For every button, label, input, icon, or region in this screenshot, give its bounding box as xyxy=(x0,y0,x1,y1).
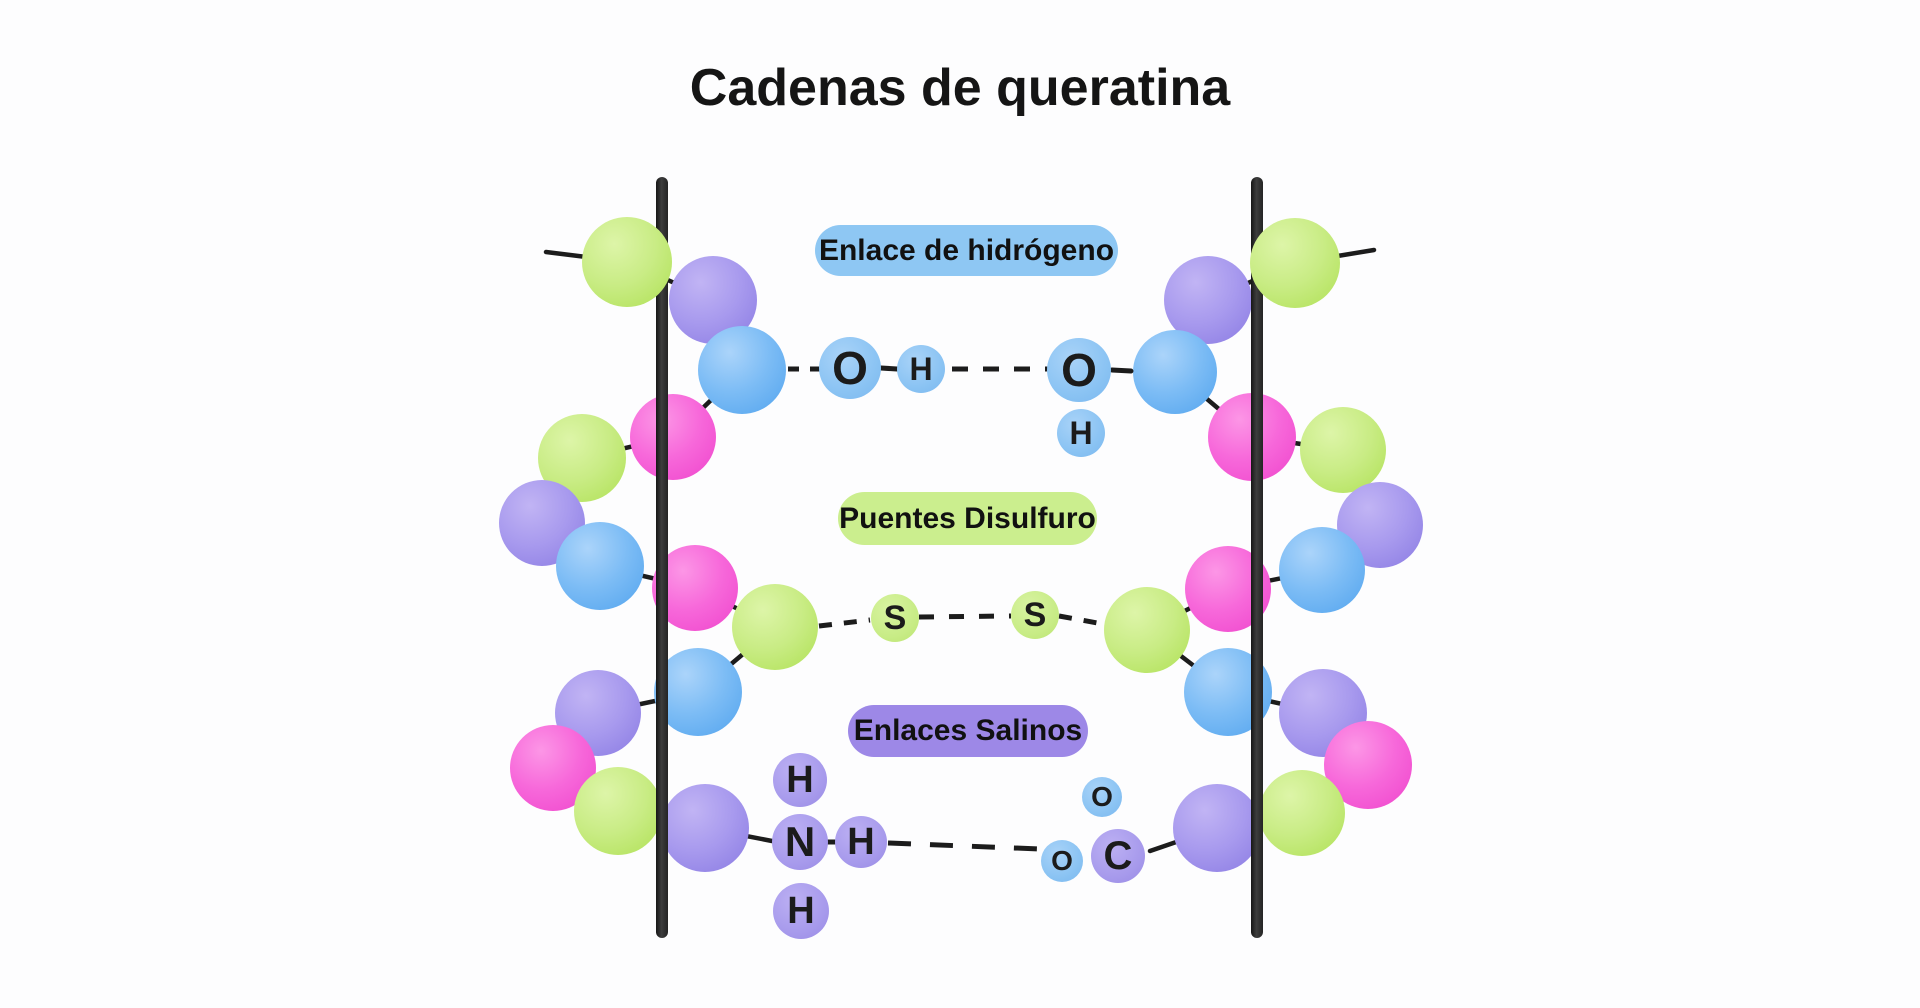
amino-acid-bead-green xyxy=(732,584,818,670)
atom-O-circle: O xyxy=(1047,338,1111,402)
atom-H-circle: H xyxy=(1057,409,1105,457)
amino-acid-bead-purple xyxy=(1164,256,1252,344)
amino-acid-bead-green xyxy=(582,217,672,307)
label-salt-bonds: Enlaces Salinos xyxy=(848,705,1088,757)
diagram-title: Cadenas de queratina xyxy=(689,59,1231,117)
label-hydrogen-bond-text: Enlace de hidrógeno xyxy=(818,233,1115,267)
atom-N-circle: N xyxy=(772,814,828,870)
keratin-strand-right xyxy=(1251,177,1263,938)
atom-O-circle: O xyxy=(1041,840,1083,882)
amino-acid-bead-purple xyxy=(661,784,749,872)
disulfide-bond-dashed-line xyxy=(1058,613,1104,627)
atom-O-circle: O xyxy=(819,337,881,399)
salt-bond-dashed-line xyxy=(887,840,1041,852)
amino-acid-bead-blue xyxy=(1133,330,1217,414)
amino-acid-bead-green xyxy=(1300,407,1386,493)
label-disulfide-bridges-text: Puentes Disulfuro xyxy=(839,501,1096,535)
atom-O-circle: O xyxy=(1082,777,1122,817)
atom-C-circle: C xyxy=(1091,829,1145,883)
amino-acid-bead-blue xyxy=(654,648,742,736)
atom-H-circle: H xyxy=(773,753,827,807)
hydrogen-bond-solid-line xyxy=(878,365,900,372)
amino-acid-bead-green xyxy=(1250,218,1340,308)
atom-S-circle: S xyxy=(1011,591,1059,639)
hydrogen-bond-solid-line xyxy=(1109,367,1134,374)
amino-acid-bead-green xyxy=(1104,587,1190,673)
amino-acid-bead-green xyxy=(1259,770,1345,856)
amino-acid-bead-green xyxy=(574,767,662,855)
amino-acid-bead-blue xyxy=(1279,527,1365,613)
amino-acid-bead-blue xyxy=(556,522,644,610)
atom-H-circle: H xyxy=(897,345,945,393)
keratin-strand-left xyxy=(656,177,668,938)
amino-acid-bead-blue xyxy=(698,326,786,414)
label-disulfide-bridges: Puentes Disulfuro xyxy=(838,492,1097,545)
amino-acid-bead-pink xyxy=(630,394,716,480)
label-salt-bonds-text: Enlaces Salinos xyxy=(853,714,1083,747)
atom-H-circle: H xyxy=(773,883,829,939)
atom-S-circle: S xyxy=(871,594,919,642)
amino-acid-bead-purple xyxy=(1173,784,1261,872)
label-hydrogen-bond: Enlace de hidrógeno xyxy=(815,225,1118,276)
disulfide-bond-dashed-line xyxy=(818,617,871,629)
atom-H-circle: H xyxy=(835,816,887,868)
